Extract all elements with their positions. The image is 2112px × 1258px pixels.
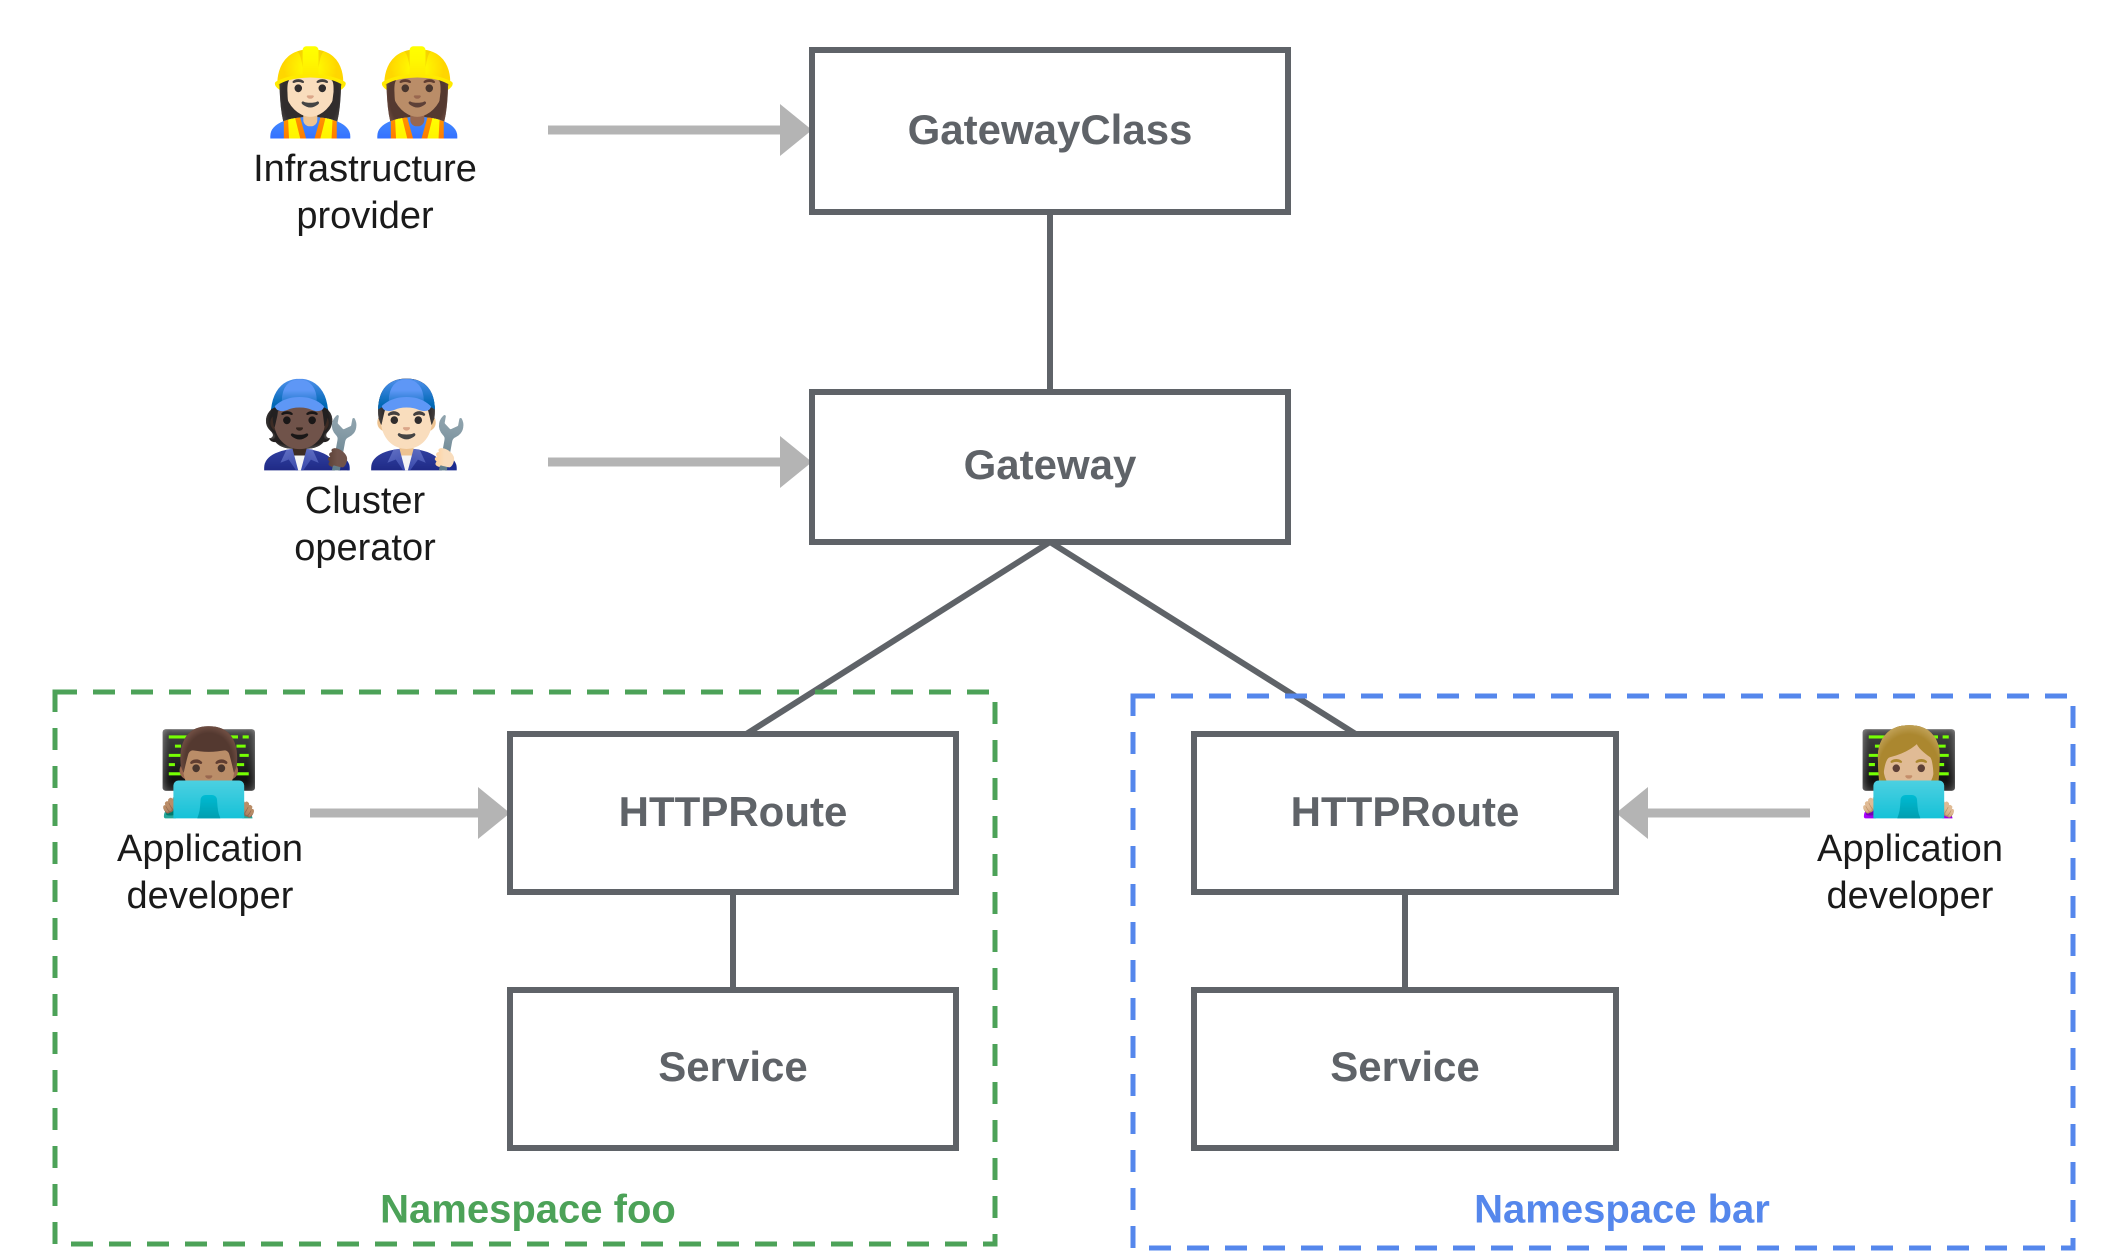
woman-technologist-icon: 👩🏼‍💻 — [1856, 723, 1964, 821]
node-httproute-foo-rect[interactable] — [507, 731, 959, 895]
namespace-foo-label: Namespace foo — [380, 1188, 676, 1232]
node-httproute-foo[interactable]: HTTPRoute — [507, 731, 959, 895]
namespace-bar-label: Namespace bar — [1474, 1188, 1770, 1232]
actor-application-developer-bar: 👩🏼‍💻 Application developer — [1795, 728, 2025, 919]
arrow-infrastructure-provider-to-gatewayclass — [548, 104, 812, 156]
node-gatewayclass-label: GatewayClass — [908, 106, 1193, 153]
node-service-foo-label: Service — [658, 1043, 807, 1090]
connector-group — [730, 212, 1408, 990]
arrow-head — [1616, 787, 1648, 839]
arrow-application-developer-bar-to-httproute — [1616, 787, 1810, 839]
namespace-bar-group: Namespace bar — [1130, 693, 2076, 1251]
arrow-cluster-operator-to-gateway — [548, 436, 812, 488]
actor-cluster-operator: 🧑🏿‍🔧👨🏻‍🔧 Cluster operator — [200, 380, 530, 571]
mechanic-people-icon: 🧑🏿‍🔧👨🏻‍🔧 — [258, 375, 472, 473]
node-httproute-bar-rect[interactable] — [1191, 731, 1619, 895]
connector-gateway-to-httproute-foo — [738, 539, 1052, 741]
arrow-head — [478, 787, 510, 839]
node-service-foo-rect[interactable] — [507, 987, 959, 1151]
connector-gateway-to-httproute-bar — [1048, 539, 1364, 741]
node-httproute-foo-label: HTTPRoute — [619, 788, 848, 835]
construction-worker-women-icon: 👷🏻‍♀️👷🏽‍♀️ — [258, 43, 472, 141]
node-gateway-label: Gateway — [964, 441, 1137, 488]
arrow-head — [780, 104, 812, 156]
namespace-foo-group: Namespace foo — [52, 689, 998, 1247]
node-httproute-bar-label: HTTPRoute — [1291, 788, 1520, 835]
node-service-bar[interactable]: Service — [1191, 987, 1619, 1151]
arrow-head — [780, 436, 812, 488]
node-gatewayclass[interactable]: GatewayClass — [809, 47, 1291, 215]
node-service-bar-label: Service — [1330, 1043, 1479, 1090]
actor-application-developer-bar-caption: Application developer — [1817, 828, 2003, 917]
arrow-application-developer-foo-to-httproute — [310, 787, 510, 839]
actor-application-developer-foo: 👨🏽‍💻 Application developer — [95, 728, 325, 919]
namespace-foo-boundary — [52, 689, 998, 1247]
node-gateway[interactable]: Gateway — [809, 389, 1291, 545]
node-service-bar-rect[interactable] — [1191, 987, 1619, 1151]
actor-infrastructure-provider: 👷🏻‍♀️👷🏽‍♀️ Infrastructure provider — [200, 48, 530, 239]
actor-application-developer-foo-caption: Application developer — [117, 828, 303, 917]
node-gateway-rect[interactable] — [809, 389, 1291, 545]
node-gatewayclass-rect[interactable] — [809, 47, 1291, 215]
node-httproute-bar[interactable]: HTTPRoute — [1191, 731, 1619, 895]
actor-infrastructure-provider-caption: Infrastructure provider — [253, 148, 477, 237]
man-technologist-icon: 👨🏽‍💻 — [156, 723, 264, 821]
node-service-foo[interactable]: Service — [507, 987, 959, 1151]
namespace-bar-boundary — [1130, 693, 2076, 1251]
actor-cluster-operator-caption: Cluster operator — [294, 480, 436, 569]
